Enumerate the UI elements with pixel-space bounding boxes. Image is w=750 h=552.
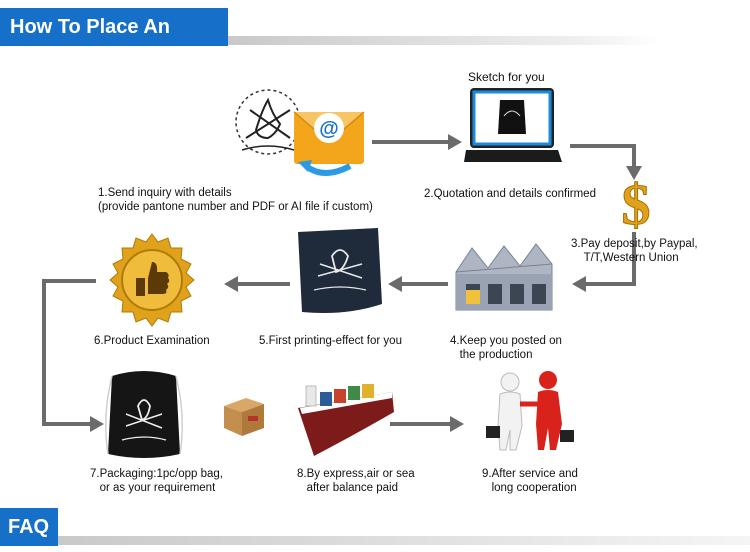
email-icon: @ (235, 89, 365, 176)
step-3-label: 3.Pay deposit,by Paypal, T/T,Western Uni… (571, 238, 698, 264)
page-title: How To Place An Order (0, 8, 228, 76)
step-7-label: 7.Packaging:1pc/opp bag, or as your requ… (90, 468, 223, 494)
arrow-step3-to-step4 (584, 232, 636, 286)
step-8-label: 8.By express,air or sea after balance pa… (297, 468, 415, 494)
thumbs-up-medal-icon (109, 233, 195, 327)
drawstring-bag-icon (105, 371, 183, 458)
footer-divider (58, 536, 750, 545)
step-2-label: 2.Quotation and details confirmed (424, 188, 596, 200)
sketch-caption: Sketch for you (468, 70, 545, 84)
arrow-step6-to-step7 (42, 279, 96, 426)
arrow-step2-to-step3 (570, 144, 636, 168)
factory-icon (455, 243, 553, 311)
step-4-label: 4.Keep you posted on the production (450, 335, 562, 361)
svg-text:@: @ (319, 118, 339, 140)
shipping-box-icon (224, 398, 264, 436)
cargo-ship-icon (298, 384, 394, 456)
step-1-label: 1.Send inquiry with details (provide pan… (98, 187, 373, 213)
step-6-label: 6.Product Examination (94, 335, 210, 347)
dollar-icon: $ (621, 172, 651, 232)
svg-text:$: $ (622, 172, 651, 232)
step-5-label: 5.First printing-effect for you (259, 335, 402, 347)
handshake-icon (486, 371, 574, 451)
header-divider (228, 36, 658, 45)
printed-fabric-icon (298, 228, 382, 313)
faq-label: FAQ (0, 508, 58, 546)
laptop-icon (464, 88, 562, 162)
step-9-label: 9.After service and long cooperation (482, 468, 578, 494)
